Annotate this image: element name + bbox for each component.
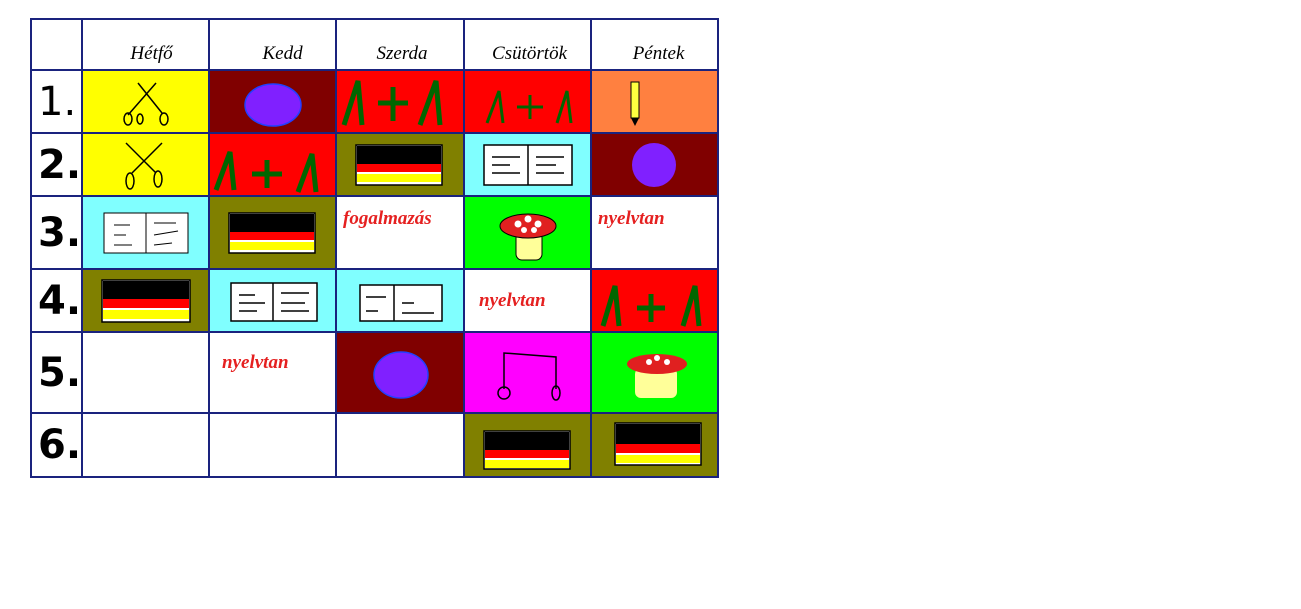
- german-flag-icon: [100, 278, 191, 323]
- day-header-monday: Hétfő: [81, 18, 211, 71]
- lesson-cell: [590, 331, 720, 414]
- lesson-cell-grammar: nyelvtan: [590, 195, 720, 270]
- lesson-cell: [590, 268, 720, 333]
- lesson-cell-empty: [208, 412, 338, 478]
- german-flag-icon: [613, 422, 702, 466]
- period-row-4: 4.: [29, 268, 720, 333]
- lesson-cell: [208, 195, 338, 270]
- open-book-icon: [229, 281, 318, 322]
- lesson-cell: [81, 132, 211, 197]
- math-one-plus-one-icon: [213, 150, 319, 193]
- lesson-cell-grammar: nyelvtan: [208, 331, 338, 414]
- lesson-cell: [208, 69, 338, 134]
- german-flag-icon: [227, 211, 316, 254]
- weekly-timetable: Hétfő Kedd Szerda Csütörtök Péntek 1.: [29, 18, 720, 478]
- mushroom-icon: [499, 213, 557, 260]
- lesson-cell-empty: [81, 331, 211, 414]
- lesson-cell: [208, 268, 338, 333]
- lesson-cell: [208, 132, 338, 197]
- day-header-wednesday: Szerda: [335, 18, 466, 71]
- open-book-icon: [482, 143, 573, 186]
- lesson-cell-empty: [335, 412, 466, 478]
- lesson-cell: [81, 69, 211, 134]
- period-number: 5.: [29, 331, 84, 414]
- day-header-thursday: Csütörtök: [463, 18, 593, 71]
- lesson-cell-empty: [81, 412, 211, 478]
- open-book-icon: [103, 212, 189, 253]
- ball-icon: [373, 350, 429, 399]
- period-row-1: 1.: [29, 69, 720, 134]
- ball-icon: [631, 142, 676, 187]
- lesson-cell: [335, 69, 466, 134]
- period-row-6: 6.: [29, 412, 720, 478]
- math-one-plus-one-icon: [485, 89, 573, 124]
- lesson-cell: [590, 69, 720, 134]
- lesson-cell: [463, 132, 593, 197]
- scissors-icon: [124, 141, 163, 190]
- period-number: 1.: [29, 69, 84, 134]
- lesson-cell: [335, 268, 466, 333]
- math-one-plus-one-icon: [600, 284, 702, 327]
- lesson-cell: [335, 132, 466, 197]
- corner-cell: [29, 18, 84, 71]
- pencil-icon: [630, 81, 640, 126]
- lesson-cell: [335, 331, 466, 414]
- lesson-cell: [463, 69, 593, 134]
- period-row-2: 2.: [29, 132, 720, 197]
- lesson-cell: [463, 331, 593, 414]
- german-flag-icon: [355, 143, 443, 186]
- period-row-3: 3. fogalmazás: [29, 195, 720, 270]
- open-book-icon: [359, 283, 443, 322]
- period-number: 6.: [29, 412, 84, 478]
- ball-icon: [243, 82, 302, 127]
- header-row: Hétfő Kedd Szerda Csütörtök Péntek: [29, 18, 720, 71]
- day-header-friday: Péntek: [590, 18, 720, 71]
- lesson-cell-composition: fogalmazás: [335, 195, 466, 270]
- lesson-cell-grammar: nyelvtan: [463, 268, 593, 333]
- lesson-cell: [590, 412, 720, 478]
- mushroom-icon: [626, 353, 687, 398]
- lesson-cell: [463, 412, 593, 478]
- lesson-cell: [463, 195, 593, 270]
- lesson-cell: [81, 268, 211, 333]
- period-row-5: 5. nyelvtan: [29, 331, 720, 414]
- math-one-plus-one-icon: [341, 79, 443, 126]
- scissors-icon: [122, 82, 169, 126]
- period-number: 3.: [29, 195, 84, 270]
- german-flag-icon: [482, 430, 571, 470]
- lesson-cell: [590, 132, 720, 197]
- music-note-icon: [496, 351, 561, 401]
- lesson-cell: [81, 195, 211, 270]
- day-header-tuesday: Kedd: [208, 18, 338, 71]
- period-number: 2.: [29, 132, 84, 197]
- period-number: 4.: [29, 268, 84, 333]
